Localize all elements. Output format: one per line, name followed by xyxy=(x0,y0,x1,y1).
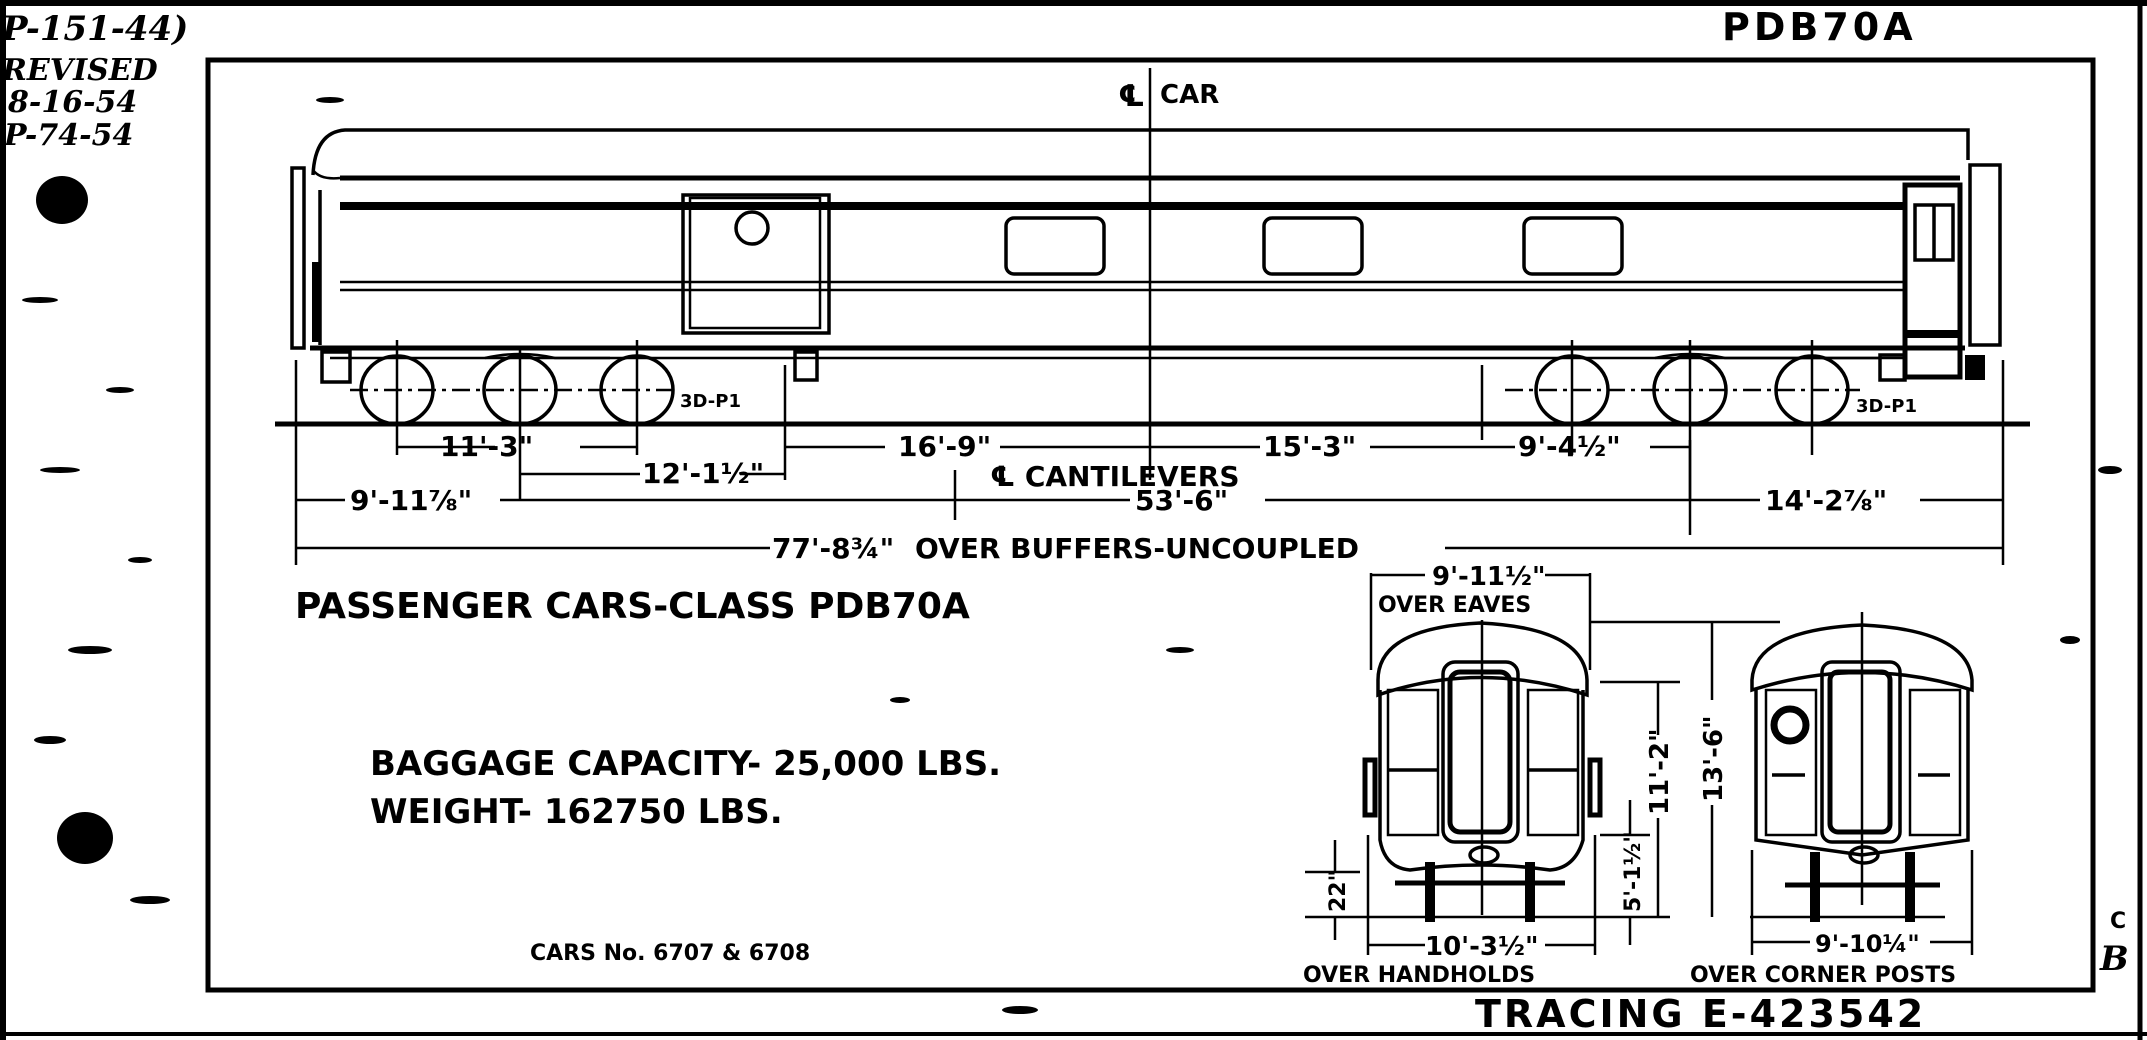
drawing-title: PASSENGER CARS-CLASS PDB70A xyxy=(295,586,970,627)
dim-truck-cantilever-left: 12'-1½" xyxy=(642,457,764,490)
margin-note-date: 8-16-54 xyxy=(7,85,137,120)
cantilevers-label: ℄ CANTILEVERS xyxy=(990,460,1240,493)
dim-wheelbase-left: 11'-3" xyxy=(440,430,533,463)
car-numbers: CARS No. 6707 & 6708 xyxy=(530,941,810,966)
margin-note-ref2: P-74-54 xyxy=(3,118,133,153)
truck-right xyxy=(1505,340,1880,500)
class-code-header: PDB70A xyxy=(1722,5,1917,49)
dimension-row-3: 9'-11⅞" 53'-6" 14'-2⅞" xyxy=(296,484,2003,517)
dim-overhang-right: 14'-2⅞" xyxy=(1765,484,1887,517)
revision-c: C xyxy=(2110,909,2126,934)
centerline-label: CAR xyxy=(1160,80,1219,110)
side-elevation: 3D-P1 3D-P1 ℄ CAR 11'-3" xyxy=(275,68,2030,565)
window-1 xyxy=(1004,216,1106,276)
dim-eaves-height: 11'-2" xyxy=(1645,728,1675,815)
baggage-capacity: BAGGAGE CAPACITY- 25,000 LBS. xyxy=(370,744,1001,784)
dim-width-corner-posts: 9'-10¼" xyxy=(1815,930,1920,958)
dim-wheelbase-right: 9'-4½" xyxy=(1518,430,1621,463)
dim-overall-height: 13'-6" xyxy=(1699,715,1729,802)
dim-width-eaves: 9'-11½" xyxy=(1432,562,1545,592)
end-view-1: 9'-11½" OVER EAVES 10'-3½" OVER HANDHOLD… xyxy=(1303,562,1780,988)
window-2 xyxy=(1262,216,1364,276)
centerline-symbol: ℄ xyxy=(1118,79,1145,114)
margin-notes: P-151-44) REVISED 8-16-54 P-74-54 xyxy=(1,9,188,153)
truck-left xyxy=(350,340,680,500)
window-3 xyxy=(1522,216,1624,276)
end-view-2: 9'-10¼" OVER CORNER POSTS xyxy=(1690,612,1974,988)
title-block: PASSENGER CARS-CLASS PDB70A BAGGAGE CAPA… xyxy=(295,586,1001,966)
dim-floor-height: 5'-1½" xyxy=(1621,831,1646,912)
tracing-number: TRACING E-423542 xyxy=(1475,992,1926,1036)
revision-b: B xyxy=(2099,939,2129,979)
vestibule-door xyxy=(1878,163,2002,382)
margin-note-revised: REVISED xyxy=(1,53,158,88)
dim-length-over-buffers: 77'-8¾" xyxy=(772,532,894,565)
dimension-row-4: 77'-8¾" OVER BUFFERS-UNCOUPLED xyxy=(296,532,2003,565)
dim-coupler-height: 22" xyxy=(1326,870,1351,912)
car-weight: WEIGHT- 162750 LBS. xyxy=(370,792,783,832)
width-eaves-label: OVER EAVES xyxy=(1378,593,1531,618)
width-handholds-label: OVER HANDHOLDS xyxy=(1303,963,1535,988)
dim-cantilever-spacing: 53'-6" xyxy=(1135,484,1228,517)
dim-width-handholds: 10'-3½" xyxy=(1425,932,1538,962)
dim-center-left: 16'-9" xyxy=(898,430,991,463)
drawing-frame xyxy=(205,57,2096,993)
end-porthole xyxy=(1770,705,1810,745)
scan-noise xyxy=(22,97,2122,1014)
length-over-buffers-label: OVER BUFFERS-UNCOUPLED xyxy=(915,532,1359,565)
door-porthole xyxy=(734,210,770,246)
truck-label-left: 3D-P1 xyxy=(680,391,741,412)
car-roof xyxy=(311,128,1970,176)
baggage-door xyxy=(681,193,831,382)
dim-center-right: 15'-3" xyxy=(1263,430,1356,463)
dimension-row-1: 11'-3" 16'-9" 15'-3" 9'-4½" xyxy=(397,430,1690,463)
punch-hole-top xyxy=(36,176,88,224)
dim-overhang-left: 9'-11⅞" xyxy=(350,484,472,517)
punch-hole-bottom xyxy=(57,812,113,864)
margin-note-ref: P-151-44) xyxy=(1,9,188,49)
width-corner-posts-label: OVER CORNER POSTS xyxy=(1690,963,1956,988)
dimension-row-2: 12'-1½" ℄ CANTILEVERS xyxy=(520,457,1240,493)
truck-label-right: 3D-P1 xyxy=(1856,396,1917,417)
